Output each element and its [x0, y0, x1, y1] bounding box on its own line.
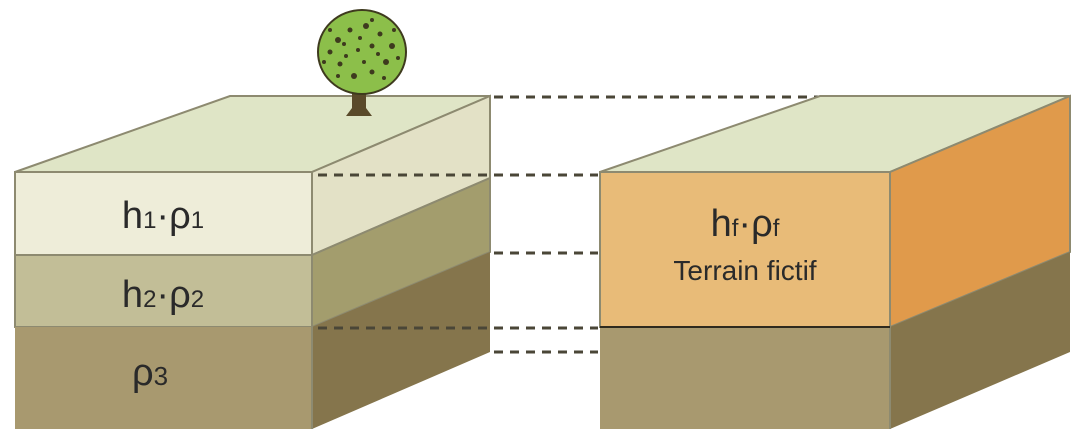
right-bottom-layer-side	[890, 252, 1070, 429]
fictitious-layer-label: hf·ρf	[711, 203, 780, 245]
left-layer2-front	[14, 254, 313, 328]
fictitious-layer-front	[599, 171, 891, 328]
layer2-label: h2·ρ2	[122, 274, 204, 316]
left-layer3-side	[312, 252, 490, 429]
left-layer1-front	[14, 171, 313, 256]
tree-icon	[317, 9, 407, 116]
layer1-label: h1·ρ1	[122, 195, 204, 237]
layer3-label: ρ3	[132, 352, 168, 394]
left-soil-block	[14, 94, 491, 429]
left-layer3-front	[15, 327, 312, 429]
right-soil-block	[599, 94, 1071, 429]
fictitious-layer-caption: Terrain fictif	[673, 255, 816, 286]
right-bottom-layer-front	[600, 327, 890, 429]
dashed-connectors	[318, 95, 820, 354]
